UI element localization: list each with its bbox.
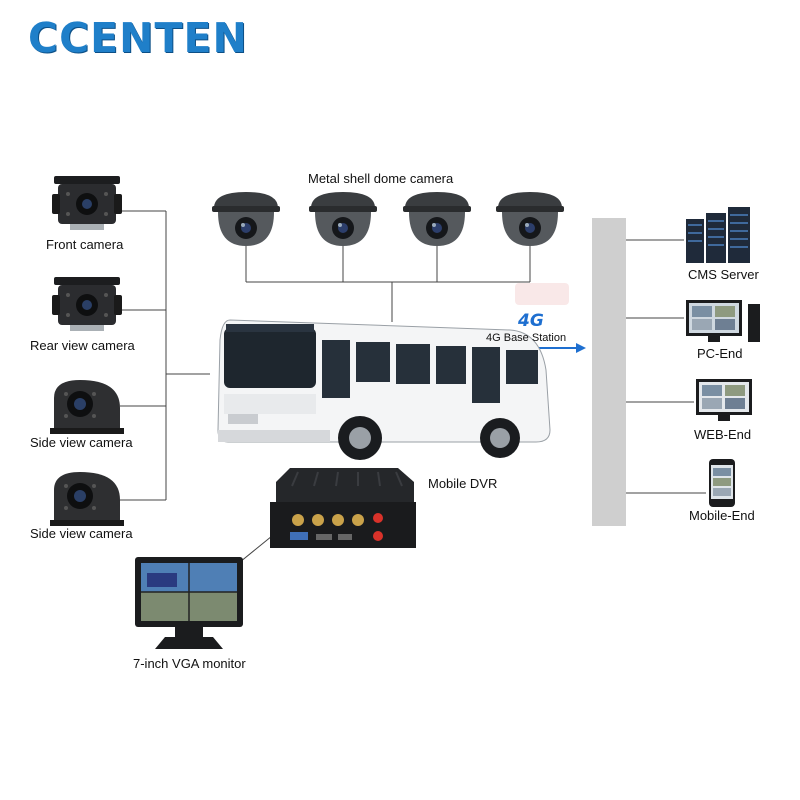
rear-camera-icon: [52, 277, 122, 331]
cms-server-label: CMS Server: [688, 267, 759, 282]
side-camera-icon: [50, 380, 124, 434]
dome-camera-icon: [403, 192, 471, 246]
brand-logo: CCENTEN: [28, 14, 248, 62]
server-icon: [686, 207, 750, 263]
web-end-label: WEB-End: [694, 427, 752, 442]
watermark: [515, 283, 569, 305]
front-camera-icon: [52, 176, 122, 230]
dome-camera-label: Metal shell dome camera: [308, 171, 454, 186]
dvr-label: Mobile DVR: [428, 476, 498, 491]
dome-camera-icon: [496, 192, 564, 246]
dome-camera-icon: [309, 192, 377, 246]
mobile-end-label: Mobile-End: [689, 508, 755, 523]
side-camera-icon: [50, 472, 124, 526]
pc-end-label: PC-End: [697, 346, 743, 361]
4g-tag: 4G: [518, 311, 544, 331]
mobile-phone-icon: [709, 459, 735, 507]
dvr-icon: [270, 468, 416, 548]
side-camera-label: Side view camera: [30, 435, 133, 450]
web-monitor-icon: [696, 379, 752, 421]
rear-camera-label: Rear view camera: [30, 338, 135, 353]
monitor-icon: [135, 557, 243, 649]
side-camera-label: Side view camera: [30, 526, 133, 541]
pc-icon: [686, 300, 760, 342]
network-hub-bar: [592, 218, 626, 526]
monitor-label: 7-inch VGA monitor: [133, 656, 246, 671]
base-station-label: 4G Base Station: [486, 332, 567, 344]
bus-icon: [217, 319, 551, 460]
dome-camera-icon: [212, 192, 280, 246]
front-camera-label: Front camera: [46, 237, 124, 252]
